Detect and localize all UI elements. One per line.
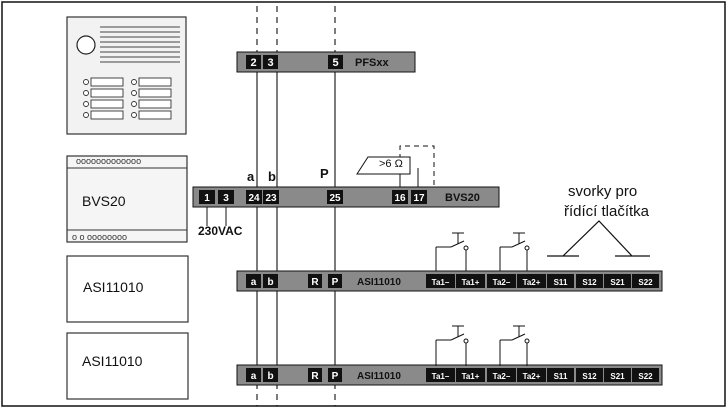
asi-terminal-box [246,274,261,288]
svg-text:o o oooooooo: o o oooooooo [72,232,127,242]
asi-terminal-box [328,274,342,288]
asi-terminal-box [263,368,278,382]
asi-terminal-label: S22 [638,278,653,287]
asi-terminal-box [547,274,574,288]
bvs-device-label: BVS20 [82,193,126,209]
asi-terminal-box [604,274,631,288]
asi-device-label-2: ASI11010 [82,353,143,369]
supply-voltage-label: 230VAC [198,224,243,238]
intercom-panel [66,16,187,135]
bvs-terminal-strip: 1 3 24 23 25 16 17 BVS20 [192,186,500,208]
resistance-loop [356,145,435,187]
asi-terminal-label: P [332,277,339,288]
wire-a-label: a [247,169,255,184]
asi-terminal-box [517,368,546,382]
pfs-terminal-strip: 2 3 5 PFSxx [236,51,416,73]
asi-terminal-label: Ta1+ [462,372,480,381]
push-button-icon [499,325,530,366]
asi-terminal-box [263,274,278,288]
bvs-terminal-16: 16 [394,193,406,204]
bvs20-device: ooooooooooooo o o oooooooo [66,155,188,243]
wire-p-label: P [320,166,329,181]
bvs-terminal-1: 1 [204,193,210,204]
asi-terminal-box [576,368,603,382]
asi-terminal-label: Ta1– [432,372,450,381]
push-button-icon [435,232,469,271]
call-buttons [83,77,172,120]
asi-terminal-label: Ta2+ [523,278,541,287]
asi-device-label-1: ASI11010 [83,279,144,295]
asi-terminal-label: Ta2– [493,278,511,287]
asi-terminal-label: S21 [610,278,625,287]
asi-name-label: ASI11010 [357,371,401,382]
annotation-bracket [547,220,650,257]
asi-terminal-box [456,274,485,288]
asi-terminal-label: R [311,277,319,288]
asi-terminal-box [487,368,516,382]
pfs-terminal-5: 5 [332,57,338,69]
asi-terminal-box [426,368,455,382]
asi-terminal-box [456,368,485,382]
pfs-name: PFSxx [355,57,390,69]
bvs-terminal-3: 3 [223,193,229,204]
asi-terminal-box [426,274,455,288]
asi-terminal-box [328,368,342,382]
asi-terminal-label: b [267,371,273,382]
push-button-icon [435,325,469,366]
asi-terminal-label: S11 [554,278,568,287]
asi-terminal-box [547,368,574,382]
asi-terminal-label: Ta2+ [523,372,541,381]
asi-terminal-label: Ta2– [493,372,511,381]
resistance-label: >6 Ω [379,158,403,170]
asi-terminal-label: R [311,371,319,382]
bvs-terminal-17: 17 [413,193,425,204]
bus-wires [256,6,336,406]
asi-terminal-label: S22 [638,372,653,381]
wire-b-label: b [268,169,276,184]
asi-terminal-box [308,274,322,288]
asi-terminal-label: Ta1+ [462,278,480,287]
asi-terminal-box [604,368,631,382]
bvs-terminal-24: 24 [248,193,260,204]
asi-terminal-label: S21 [610,372,625,381]
asi-terminal-box [246,368,261,382]
annotation-line-2: řídící tlačítka [564,203,650,220]
bvs-name: BVS20 [445,192,480,204]
asi-terminal-box [632,368,659,382]
asi-terminal-box [632,274,659,288]
asi-name-label: ASI11010 [357,277,401,288]
asi-terminal-label: S11 [554,372,568,381]
bvs-terminal-25: 25 [329,193,341,204]
asi-terminal-label: a [251,371,257,382]
asi-terminal-label: b [267,277,273,288]
asi-terminal-box [487,274,516,288]
asi-terminal-label: P [332,371,339,382]
asi-terminal-box [576,274,603,288]
asi-terminal-box [517,274,546,288]
asi-terminal-box [308,368,322,382]
bvs-terminal-23: 23 [265,193,277,204]
push-buttons [435,232,530,366]
supply-leads [206,207,227,226]
camera-lens-icon [76,35,96,55]
asi-terminal-label: a [251,277,257,288]
asi-terminal-label: S12 [582,372,597,381]
svg-text:ooooooooooooo: ooooooooooooo [76,156,141,166]
asi-device-1 [66,255,189,323]
asi-terminal-label: S12 [582,278,597,287]
pfs-terminal-3: 3 [267,57,273,69]
asi-terminal-label: Ta1– [432,278,450,287]
pfs-terminal-2: 2 [250,57,256,69]
push-button-icon [499,232,530,271]
annotation-line-1: svorky pro [568,183,638,200]
asi-device-2 [66,332,189,400]
